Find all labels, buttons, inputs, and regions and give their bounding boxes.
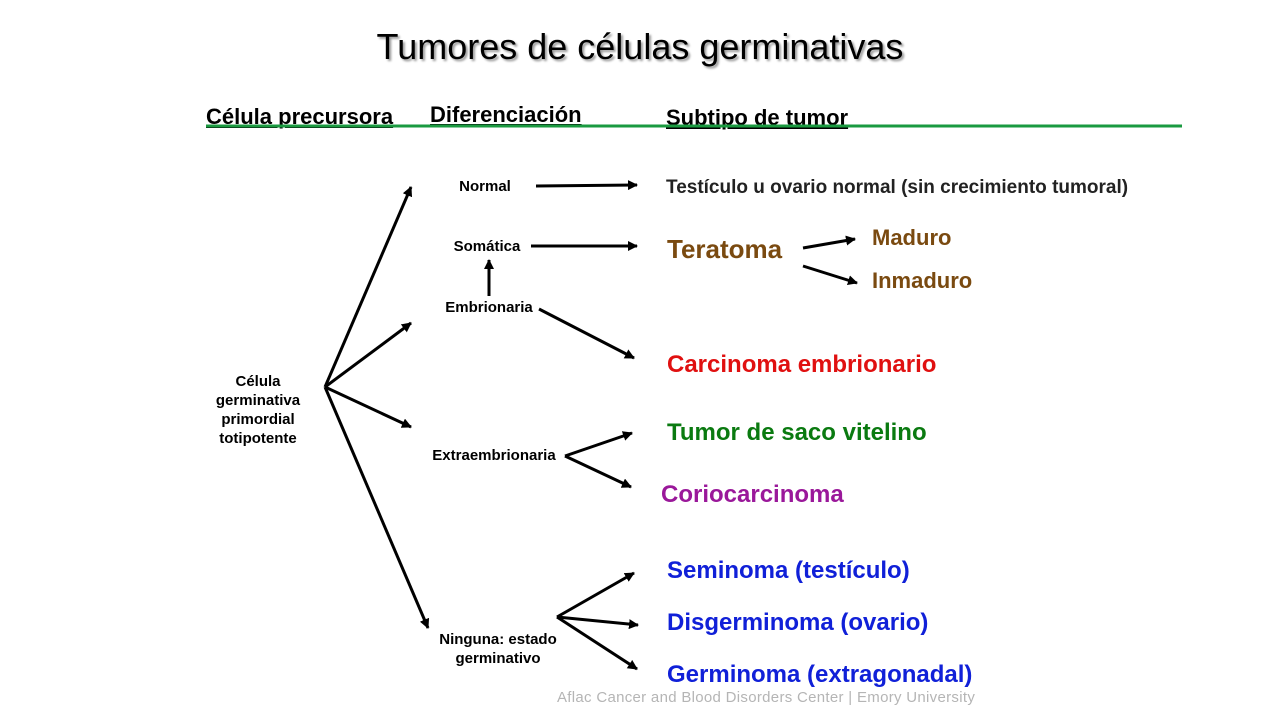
arrow-embrionaria-to-carcinoma <box>538 307 635 360</box>
node-ninguna: Ninguna: estado germinativo <box>439 631 557 667</box>
node-extraembrionaria: Extraembrionaria <box>432 447 556 464</box>
footer-credit: Aflac Cancer and Blood Disorders Center … <box>557 689 976 706</box>
node-somatica: Somática <box>453 238 521 255</box>
subtype-germinoma: Germinoma (extragonadal) <box>667 661 973 688</box>
page-title: Tumores de células germinativas <box>376 26 904 67</box>
header-differentiation: Diferenciación <box>430 102 582 127</box>
arrow-normal-to-subtype <box>535 180 638 191</box>
arrow-to-normal <box>323 186 413 388</box>
arrow-extra-to-saco <box>564 431 633 458</box>
arrow-teratoma-to-inmaduro <box>802 264 858 286</box>
arrow-to-ninguna <box>323 386 430 629</box>
node-normal: Normal <box>459 178 511 195</box>
arrow-to-embrionaria <box>324 321 412 389</box>
subtype-saco: Tumor de saco vitelino <box>667 419 927 446</box>
arrow-ninguna-to-germinoma <box>556 615 638 671</box>
subtype-inmaduro: Inmaduro <box>872 268 973 293</box>
arrow-teratoma-to-maduro <box>802 235 856 250</box>
subtype-disgerminoma: Disgerminoma (ovario) <box>667 609 929 636</box>
arrow-ninguna-to-seminoma <box>556 571 635 619</box>
subtype-carcinoma: Carcinoma embrionario <box>667 351 937 378</box>
subtype-maduro: Maduro <box>872 225 952 250</box>
subtype-teratoma: Teratoma <box>667 234 783 264</box>
subtype-normal: Testículo u ovario normal (sin crecimien… <box>666 177 1129 198</box>
node-precursor: Célula germinativa primordial totipotent… <box>215 373 301 447</box>
subtype-corio: Coriocarcinoma <box>661 481 844 508</box>
arrow-to-extraembrionaria <box>324 385 412 429</box>
arrow-ninguna-to-disgerminoma <box>556 615 639 630</box>
arrow-extra-to-corio <box>564 454 632 489</box>
subtype-seminoma: Seminoma (testículo) <box>667 557 910 584</box>
node-embrionaria: Embrionaria <box>445 299 533 316</box>
